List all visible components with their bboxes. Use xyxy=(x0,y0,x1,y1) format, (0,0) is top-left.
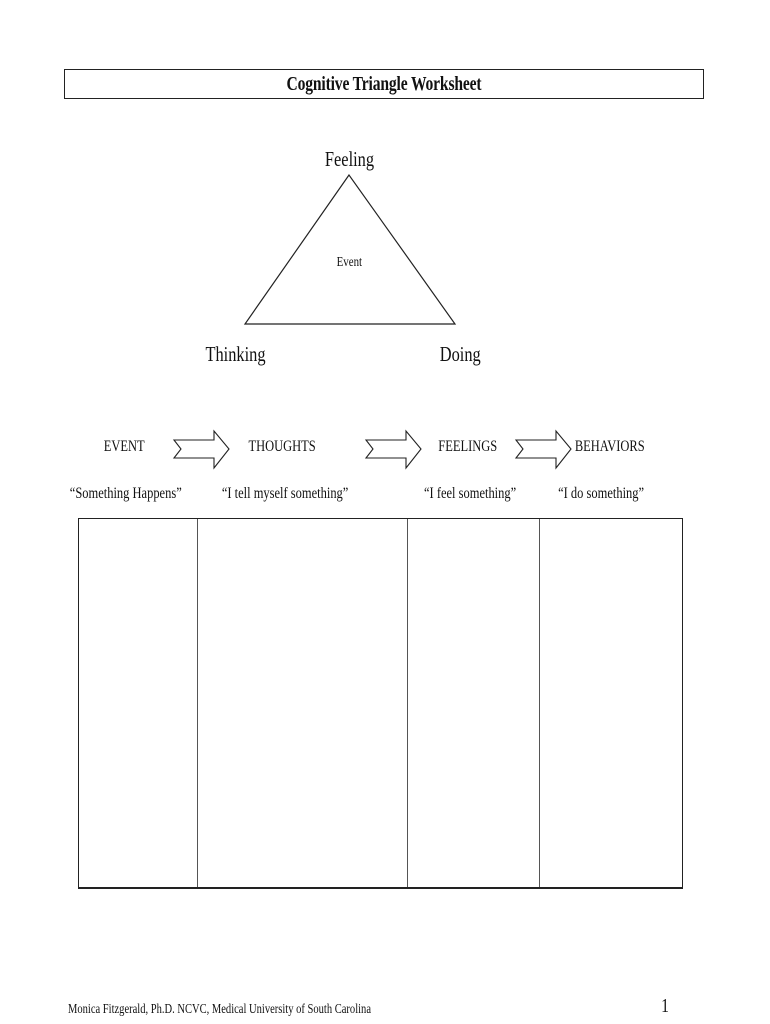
cell-feelings[interactable] xyxy=(408,519,540,887)
cell-behaviors[interactable] xyxy=(540,519,682,887)
step-label-feelings: FEELINGS xyxy=(438,438,498,455)
cell-event[interactable] xyxy=(79,519,198,887)
block-arrow-right-icon xyxy=(364,429,422,470)
page-title: Cognitive Triangle Worksheet xyxy=(286,72,482,95)
title-box: Cognitive Triangle Worksheet xyxy=(64,69,704,99)
step-label-thoughts: THOUGHTS xyxy=(248,438,316,455)
worksheet-table xyxy=(78,518,683,889)
triangle-right-label: Doing xyxy=(439,342,481,366)
step-label-behaviors: BEHAVIORS xyxy=(575,438,645,455)
step-subtitle-behaviors: “I do something” xyxy=(558,485,644,502)
footer-credit: Monica Fitzgerald, Ph.D. NCVC, Medical U… xyxy=(68,1001,371,1016)
step-subtitle-event: “Something Happens” xyxy=(69,485,182,502)
block-arrow-right-icon xyxy=(172,429,230,470)
step-subtitle-feelings: “I feel something” xyxy=(423,485,517,502)
step-subtitle-thoughts: “I tell myself something” xyxy=(221,485,349,502)
triangle-center-label: Event xyxy=(336,255,362,270)
page-number: 1 xyxy=(661,995,669,1017)
cell-thoughts[interactable] xyxy=(198,519,408,887)
triangle-top-label: Feeling xyxy=(324,147,374,171)
block-arrow-right-icon xyxy=(514,429,572,470)
step-label-event: EVENT xyxy=(103,438,145,455)
triangle-left-label: Thinking xyxy=(204,342,266,366)
cognitive-triangle xyxy=(243,173,457,325)
